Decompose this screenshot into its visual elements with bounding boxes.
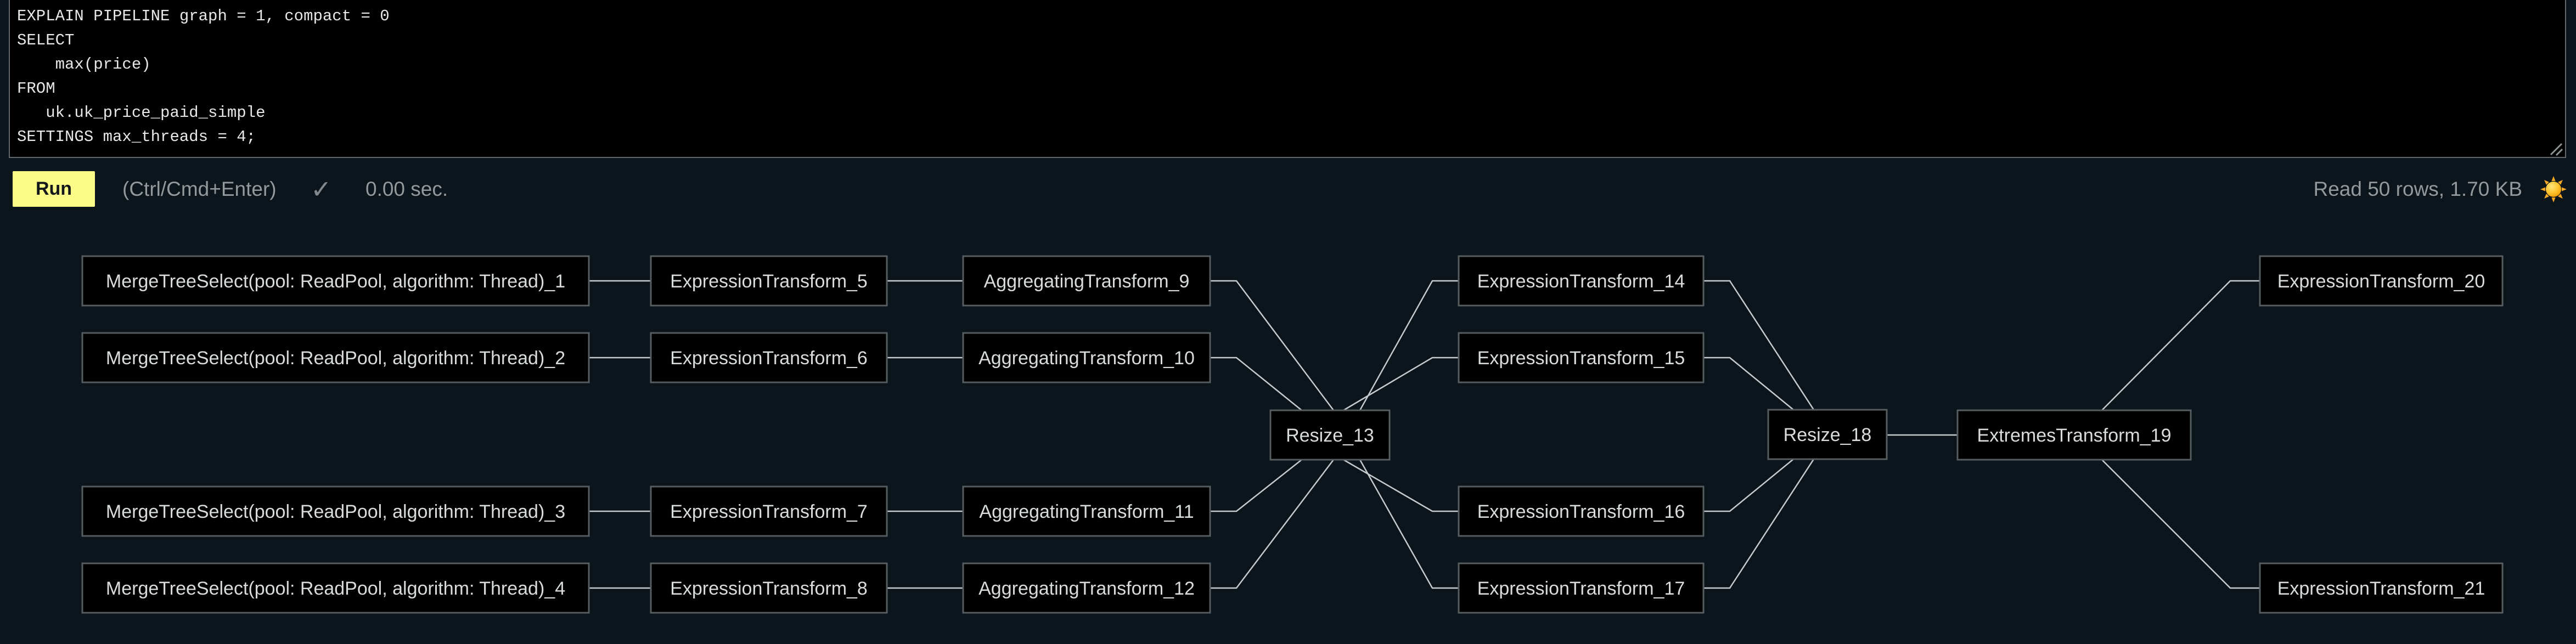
sun-theme-toggle-icon[interactable] (2540, 176, 2567, 202)
pipeline-node-label: MergeTreeSelect(pool: ReadPool, algorith… (106, 578, 565, 599)
pipeline-node-box (1458, 255, 1705, 307)
pipeline-graph: MergeTreeSelect(pool: ReadPool, algorith… (81, 255, 2504, 614)
pipeline-node-label: Resize_18 (1784, 425, 1872, 445)
pipeline-node-n17[interactable]: ExpressionTransform_17 (1458, 562, 1705, 614)
pipeline-node-n10[interactable]: AggregatingTransform_10 (962, 332, 1211, 383)
pipeline-node-label: AggregatingTransform_9 (984, 271, 1190, 292)
pipeline-edge-n13-n15 (1343, 357, 1459, 411)
pipeline-node-box (81, 332, 590, 383)
pipeline-node-label: ExpressionTransform_15 (1477, 348, 1685, 369)
pipeline-edge-n13-n16 (1343, 459, 1459, 512)
pipeline-node-n14[interactable]: ExpressionTransform_14 (1458, 255, 1705, 307)
pipeline-node-label: AggregatingTransform_11 (979, 501, 1194, 522)
pipeline-node-box (1458, 562, 1705, 614)
pipeline-node-box (1458, 485, 1705, 537)
pipeline-node-n9[interactable]: AggregatingTransform_9 (962, 255, 1211, 307)
pipeline-node-label: MergeTreeSelect(pool: ReadPool, algorith… (106, 501, 565, 522)
pipeline-node-box (650, 485, 888, 537)
pipeline-edge-n14-n18 (1703, 280, 1815, 410)
pipeline-node-n7[interactable]: ExpressionTransform_7 (650, 485, 888, 537)
pipeline-edge-n17-n18 (1703, 459, 1815, 589)
pipeline-node-box (1269, 409, 1391, 461)
pipeline-node-box (81, 485, 590, 537)
pipeline-edge-n15-n18 (1703, 357, 1794, 410)
pipeline-node-box (962, 485, 1211, 537)
query-elapsed-time: 0.00 sec. (365, 178, 448, 200)
pipeline-edge-n16-n18 (1703, 459, 1794, 512)
pipeline-node-box (2259, 562, 2504, 614)
pipeline-node-n12[interactable]: AggregatingTransform_12 (962, 562, 1211, 614)
pipeline-node-box (81, 255, 590, 307)
pipeline-edge-n12-n13 (1210, 459, 1334, 589)
pipeline-node-n15[interactable]: ExpressionTransform_15 (1458, 332, 1705, 383)
pipeline-node-box (1956, 409, 2192, 461)
pipeline-node-label: ExpressionTransform_20 (2277, 271, 2485, 292)
pipeline-node-box (81, 562, 590, 614)
pipeline-node-box (962, 332, 1211, 383)
pipeline-node-n8[interactable]: ExpressionTransform_8 (650, 562, 888, 614)
pipeline-node-box (650, 255, 888, 307)
pipeline-node-n2[interactable]: MergeTreeSelect(pool: ReadPool, algorith… (81, 332, 590, 383)
pipeline-node-n13[interactable]: Resize_13 (1269, 409, 1391, 461)
pipeline-node-box (1767, 409, 1888, 460)
sun-rays (2540, 176, 2567, 202)
pipeline-edge-n19-n21 (2101, 459, 2260, 589)
textarea-resize-grip[interactable] (2549, 142, 2563, 156)
pipeline-node-label: ExtremesTransform_19 (1977, 425, 2172, 446)
pipeline-node-n6[interactable]: ExpressionTransform_6 (650, 332, 888, 383)
pipeline-node-n21[interactable]: ExpressionTransform_21 (2259, 562, 2504, 614)
pipeline-node-label: AggregatingTransform_12 (978, 578, 1195, 599)
pipeline-node-n1[interactable]: MergeTreeSelect(pool: ReadPool, algorith… (81, 255, 590, 307)
pipeline-node-label: MergeTreeSelect(pool: ReadPool, algorith… (106, 271, 565, 292)
pipeline-node-n11[interactable]: AggregatingTransform_11 (962, 485, 1211, 537)
pipeline-node-label: Resize_13 (1286, 425, 1374, 446)
pipeline-node-label: AggregatingTransform_10 (978, 348, 1195, 369)
pipeline-edge-n11-n13 (1210, 459, 1302, 512)
pipeline-edge-n13-n17 (1359, 459, 1459, 589)
pipeline-edge-n19-n20 (2101, 280, 2260, 411)
pipeline-edge-n10-n13 (1210, 357, 1302, 411)
pipeline-node-n19[interactable]: ExtremesTransform_19 (1956, 409, 2192, 461)
pipeline-node-box (650, 562, 888, 614)
read-rows-status: Read 50 rows, 1.70 KB (2313, 178, 2523, 200)
pipeline-node-n3[interactable]: MergeTreeSelect(pool: ReadPool, algorith… (81, 485, 590, 537)
pipeline-node-box (650, 332, 888, 383)
pipeline-node-box (962, 255, 1211, 307)
pipeline-node-label: ExpressionTransform_17 (1477, 578, 1685, 599)
pipeline-node-n5[interactable]: ExpressionTransform_5 (650, 255, 888, 307)
pipeline-node-label: ExpressionTransform_6 (670, 348, 868, 369)
sun-core (2546, 182, 2561, 197)
pipeline-edge-n9-n13 (1210, 280, 1334, 411)
pipeline-node-label: MergeTreeSelect(pool: ReadPool, algorith… (106, 348, 565, 369)
pipeline-node-label: ExpressionTransform_14 (1477, 271, 1685, 292)
pipeline-node-label: ExpressionTransform_8 (670, 578, 868, 599)
pipeline-node-box (1458, 332, 1705, 383)
toolbar: Run (Ctrl/Cmd+Enter) ✓ 0.00 sec. Read 50… (0, 165, 2576, 214)
pipeline-node-n18[interactable]: Resize_18 (1767, 409, 1888, 460)
pipeline-node-box (962, 562, 1211, 614)
pipeline-node-label: ExpressionTransform_16 (1477, 501, 1685, 522)
pipeline-edge-n13-n14 (1359, 280, 1459, 411)
pipeline-node-label: ExpressionTransform_21 (2277, 578, 2485, 599)
pipeline-node-n20[interactable]: ExpressionTransform_20 (2259, 255, 2504, 307)
sql-editor-input[interactable]: EXPLAIN PIPELINE graph = 1, compact = 0 … (9, 0, 2566, 158)
pipeline-node-box (2259, 255, 2504, 307)
pipeline-node-label: ExpressionTransform_5 (670, 271, 868, 292)
pipeline-node-n16[interactable]: ExpressionTransform_16 (1458, 485, 1705, 537)
run-button[interactable]: Run (13, 171, 95, 207)
run-shortcut-hint: (Ctrl/Cmd+Enter) (122, 178, 277, 200)
pipeline-node-n4[interactable]: MergeTreeSelect(pool: ReadPool, algorith… (81, 562, 590, 614)
pipeline-node-label: ExpressionTransform_7 (670, 501, 868, 522)
success-check-icon: ✓ (311, 175, 332, 204)
